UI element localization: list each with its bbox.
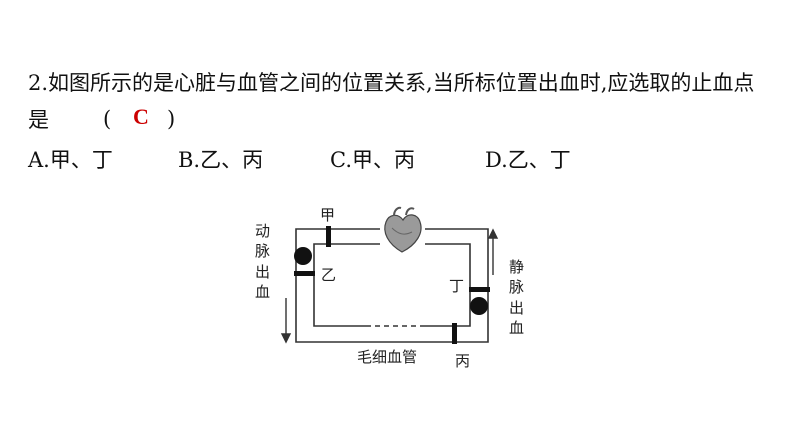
answer-paren-close: )	[167, 107, 176, 131]
question-line-2: 是	[28, 108, 49, 132]
option-b[interactable]: B.乙、丙	[178, 148, 264, 172]
vein-bleed-dot	[470, 297, 488, 315]
svg-text:出: 出	[255, 263, 270, 281]
question-line-1: 2.如图所示的是心脏与血管之间的位置关系,当所标位置出血时,应选取的止血点	[28, 71, 755, 95]
label-jia: 甲	[320, 206, 335, 224]
option-d[interactable]: D.乙、丁	[485, 148, 571, 172]
label-yi: 乙	[321, 266, 336, 284]
point-bing-bar	[452, 323, 457, 344]
svg-text:动: 动	[255, 222, 270, 240]
svg-text:出: 出	[509, 299, 524, 317]
option-c[interactable]: C.甲、丙	[330, 148, 415, 172]
svg-text:脉: 脉	[509, 278, 524, 296]
artery-bleed-label: 动 脉 出 血	[255, 222, 270, 301]
heart-icon	[384, 206, 422, 253]
point-ding-bar	[469, 287, 490, 292]
svg-text:静: 静	[509, 258, 524, 276]
right-flow-arrow	[487, 228, 499, 275]
answer-letter: C	[133, 104, 149, 129]
left-flow-arrow	[280, 298, 292, 344]
label-bing: 丙	[455, 352, 470, 370]
point-yi-bar	[294, 271, 315, 276]
label-ding: 丁	[449, 277, 464, 295]
outer-vessel-loop	[295, 228, 489, 343]
svg-text:血: 血	[509, 319, 524, 337]
inner-vessel-loop	[313, 243, 471, 327]
point-jia-bar	[326, 226, 331, 247]
artery-bleed-dot	[294, 247, 312, 265]
option-a[interactable]: A.甲、丁	[28, 148, 113, 172]
answer-paren-open: (	[103, 107, 112, 131]
vein-bleed-label: 静 脉 出 血	[509, 258, 524, 337]
label-capillary: 毛细血管	[357, 348, 417, 366]
svg-text:脉: 脉	[255, 242, 270, 260]
svg-text:血: 血	[255, 283, 270, 301]
